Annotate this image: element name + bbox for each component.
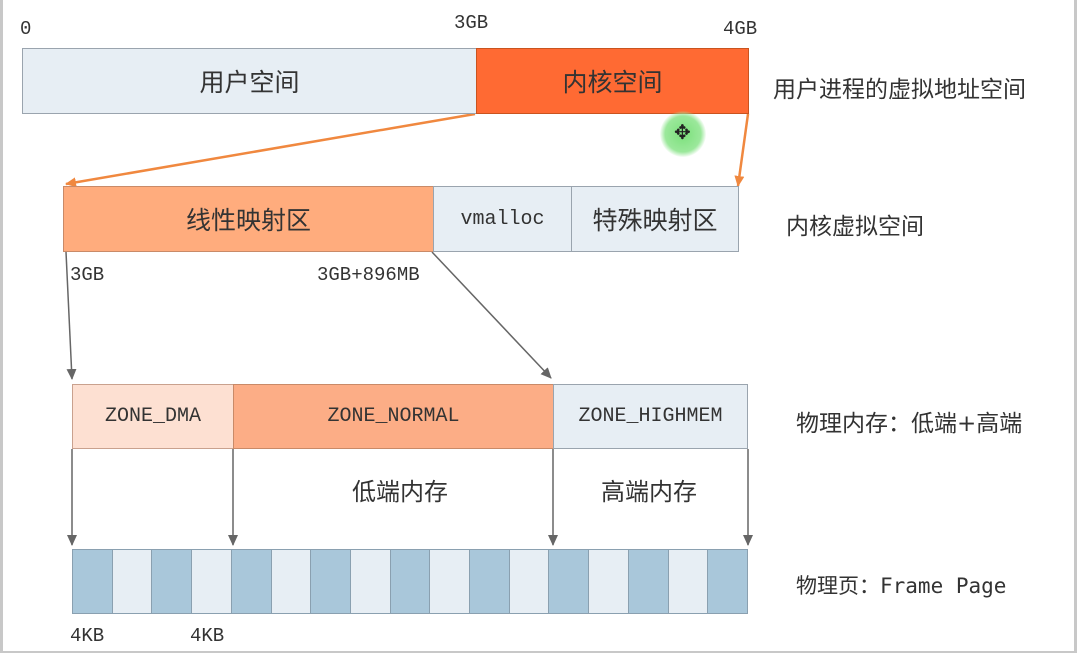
frame-page-cell [589, 550, 629, 613]
zone-normal-label: ZONE_NORMAL [327, 405, 460, 428]
frame-page-cell [470, 550, 510, 613]
kernel-896mb-address-label: 3GB+896MB [317, 264, 420, 286]
vmalloc-label: vmalloc [460, 207, 545, 231]
frame-page-cell [73, 550, 113, 613]
arrow-kernel-to-special-end [734, 113, 750, 187]
linear-map-block: 线性映射区 [63, 186, 434, 252]
linear-map-label: 线性映射区 [185, 206, 311, 235]
window-frame-left [0, 0, 3, 653]
high-memory-label: 高端内存 [601, 478, 697, 506]
kernel-start-address-label: 3GB [70, 264, 105, 286]
frame-page-cell [430, 550, 471, 613]
user-space-label: 用户空间 [199, 68, 300, 97]
frame-page-cell [271, 550, 312, 613]
low-memory-label: 低端内存 [352, 478, 448, 506]
kernel-space-label: 内核空间 [562, 68, 663, 97]
zone-highmem-block: ZONE_HIGHMEM [553, 384, 748, 449]
page-size-label-2: 4KB [190, 625, 225, 647]
zone-dma-block: ZONE_DMA [72, 384, 234, 449]
frame-page-cell [390, 550, 431, 613]
cursor-highlight [660, 111, 706, 157]
zone-dma-label: ZONE_DMA [104, 405, 201, 428]
process-address-space-caption: 用户进程的虚拟地址空间 [773, 77, 1026, 103]
special-map-label: 特殊映射区 [592, 206, 718, 235]
zone-highmem-label: ZONE_HIGHMEM [578, 405, 723, 428]
kernel-space-block: 内核空间 [476, 48, 749, 114]
frame-page-cell [311, 550, 351, 613]
frame-page-cell [231, 550, 272, 613]
arrow-linear-to-zone-start [65, 251, 77, 380]
frame-pages-strip [72, 549, 748, 614]
frame-page-cell [628, 550, 669, 613]
move-cursor-icon: ✥ [674, 120, 691, 144]
window-frame-bottom [0, 651, 1077, 653]
frame-page-cell [668, 550, 709, 613]
frame-page-cell [192, 550, 232, 613]
address-4gb-label: 4GB [723, 18, 758, 40]
frame-page-cell [708, 550, 747, 613]
special-map-block: 特殊映射区 [571, 186, 739, 252]
frame-page-caption: 物理页：Frame Page [796, 574, 1007, 598]
arrow-896-to-highmem-start [431, 251, 552, 379]
frame-page-cell [549, 550, 590, 613]
page-size-label-1: 4KB [70, 625, 105, 647]
frame-page-cell [112, 550, 153, 613]
zone-normal-block: ZONE_NORMAL [233, 384, 554, 449]
vmalloc-block: vmalloc [433, 186, 572, 252]
arrow-kernel-to-linear-start [65, 112, 476, 188]
window-frame-right [1074, 0, 1077, 653]
frame-page-cell [350, 550, 391, 613]
address-0-label: 0 [20, 18, 32, 40]
address-3gb-label: 3GB [454, 12, 489, 34]
frame-page-cell [509, 550, 550, 613]
kernel-virtual-space-caption: 内核虚拟空间 [786, 214, 924, 240]
user-space-block: 用户空间 [22, 48, 477, 114]
physical-memory-caption: 物理内存：低端+高端 [796, 411, 1023, 437]
frame-page-cell [152, 550, 193, 613]
